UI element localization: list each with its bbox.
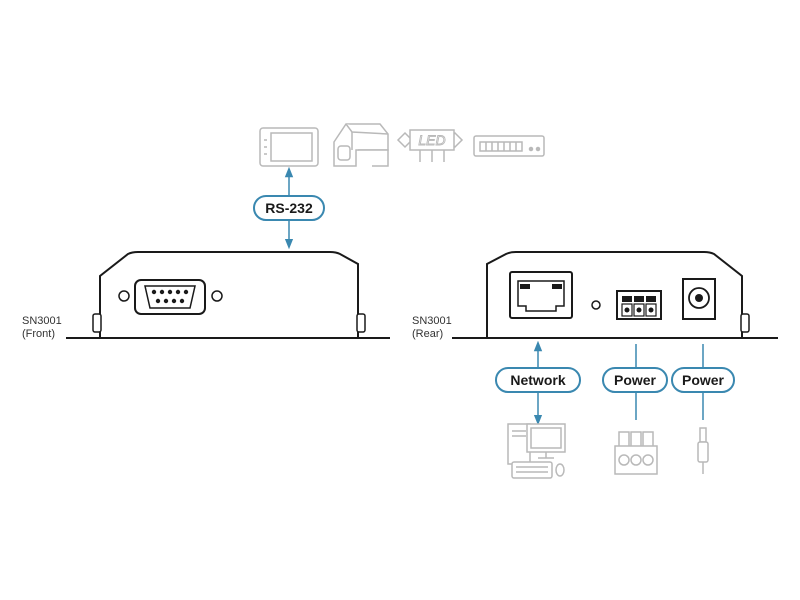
reset-pinhole <box>591 300 601 310</box>
led-display-icon <box>396 129 464 162</box>
power1-label-pill <box>602 367 668 393</box>
network-label: Network <box>510 372 565 388</box>
db9-serial-port <box>118 279 223 315</box>
terminal-block-plug-icon <box>614 431 658 475</box>
rs232-label-pill <box>253 195 325 221</box>
touch-panel-icon <box>259 127 319 167</box>
rear-view-label: (Rear) <box>412 328 443 340</box>
network-label-pill <box>495 367 581 393</box>
rear-model-label: SN3001 <box>412 315 452 327</box>
power2-label: Power <box>682 372 725 388</box>
rj45-port <box>509 271 573 319</box>
power1-label: Power <box>614 372 657 388</box>
front-right-foot <box>356 313 366 333</box>
front-view: SN3001 (Front) RS-232 LE <box>22 123 545 340</box>
network-switch-icon <box>473 135 545 157</box>
computer-icon <box>507 423 566 479</box>
front-left-foot <box>92 313 102 333</box>
rear-view: SN3001 (Rear) Network Power Power <box>412 251 778 479</box>
front-view-label: (Front) <box>22 328 55 340</box>
rear-right-foot <box>740 313 750 333</box>
front-device-body <box>99 251 359 339</box>
front-model-label: SN3001 <box>22 315 62 327</box>
terminal-block-port <box>616 290 662 320</box>
dc-jack-port <box>682 278 716 320</box>
projector-icon <box>333 123 389 167</box>
power2-label-pill <box>671 367 735 393</box>
led-text: LED <box>418 132 445 148</box>
dc-plug-icon <box>697 427 709 474</box>
rs232-label: RS-232 <box>265 200 313 216</box>
